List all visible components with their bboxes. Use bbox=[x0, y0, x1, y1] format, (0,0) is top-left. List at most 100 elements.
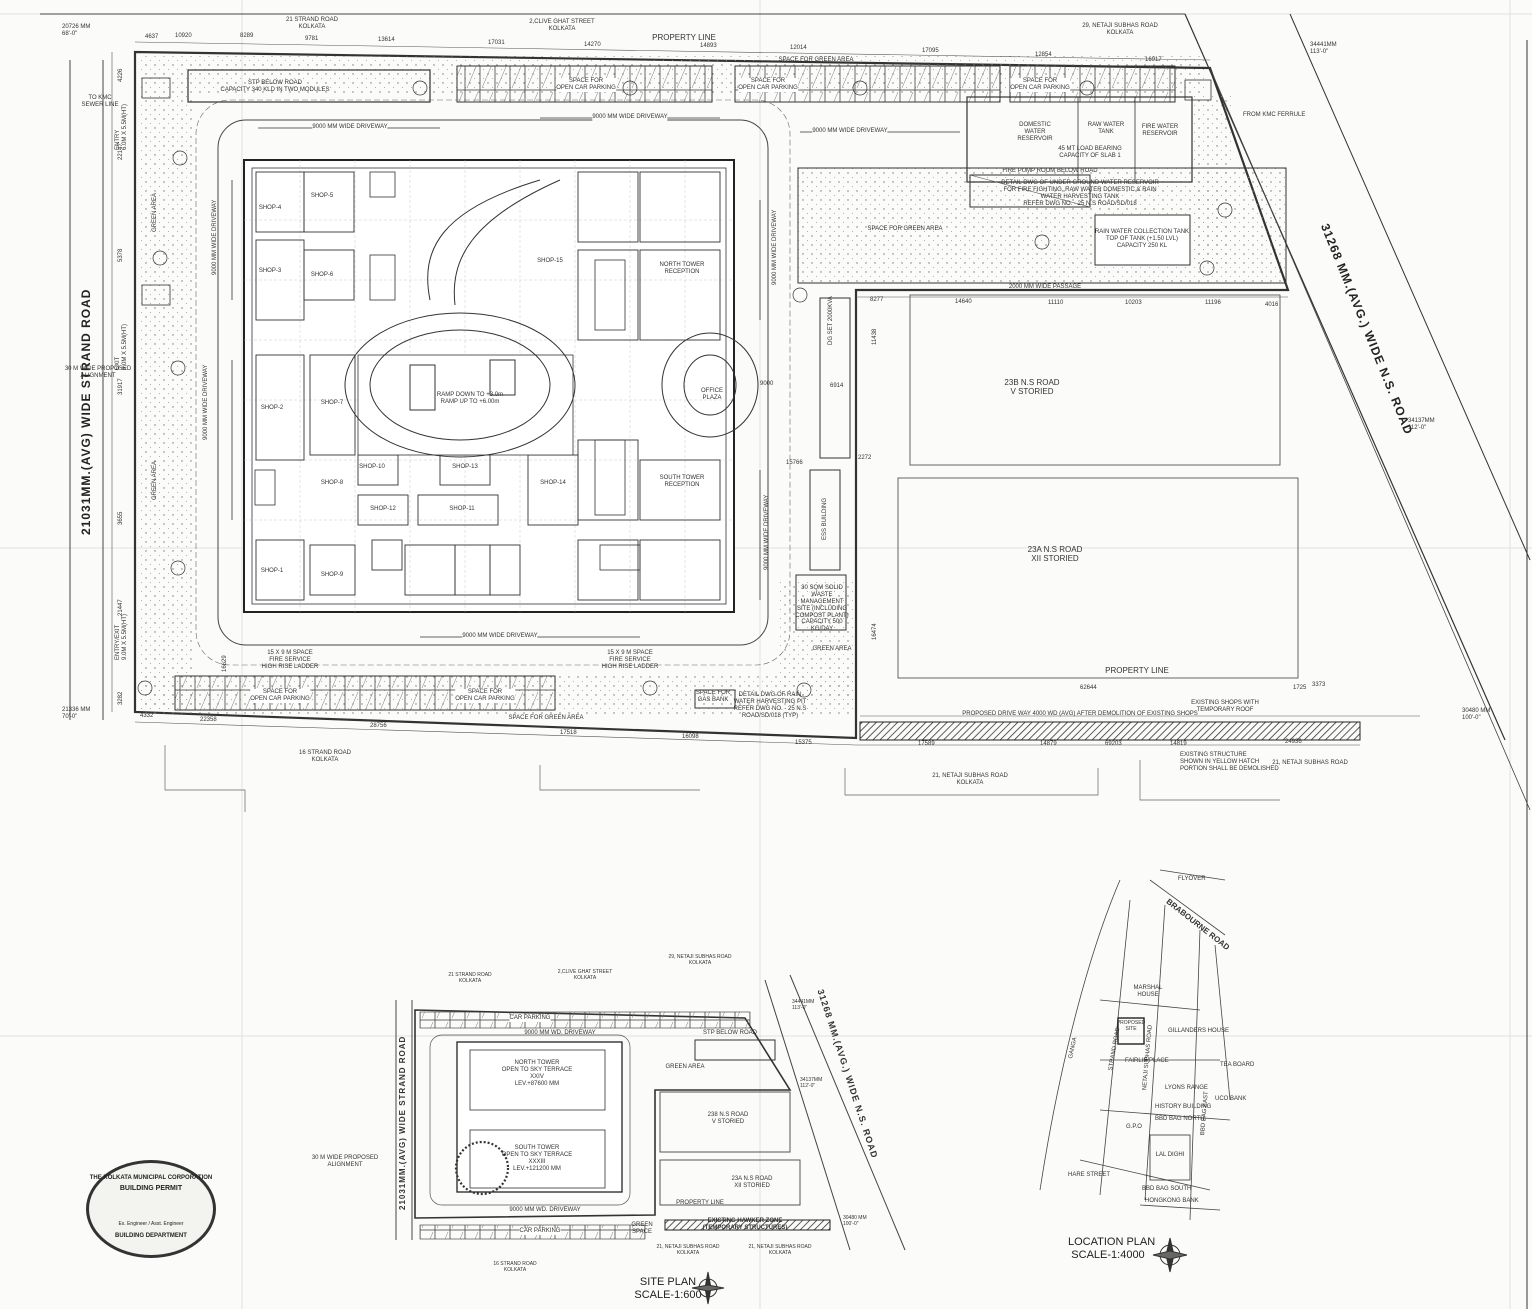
open-parking-label-5: SPACE FOR OPEN CAR PARKING bbox=[455, 689, 515, 703]
stp-box bbox=[187, 69, 431, 103]
site-top-strand: 21 STRAND ROAD KOLKATA bbox=[448, 972, 492, 984]
loc-lyons: LYONS RANGE bbox=[1165, 1085, 1208, 1091]
driveway-loop bbox=[217, 119, 769, 646]
location-plan-title: LOCATION PLAN SCALE-1:4000 bbox=[1068, 1236, 1156, 1261]
dim-top-3: 9781 bbox=[305, 36, 319, 42]
green-area-label-left2: GREEN AREA bbox=[152, 460, 158, 500]
dim-left-1: 22147 bbox=[118, 143, 124, 160]
dim-bottom-3: 17518 bbox=[560, 730, 577, 736]
location-plan-drawing bbox=[1039, 869, 1231, 1221]
site-proposed-alignment: 30 M WIDE PROPOSED ALIGNMENT bbox=[311, 1155, 379, 1168]
loc-bbd: BBD BAG NORTH bbox=[1155, 1116, 1205, 1122]
dim-misc-3: 15766 bbox=[786, 460, 803, 466]
dim-misc-4: 16474 bbox=[872, 623, 878, 640]
rain-tank-label: RAIN WATER COLLECTION TANK TOP OF TANK (… bbox=[1094, 229, 1190, 249]
stamp-permit: BUILDING PERMIT bbox=[119, 1185, 183, 1192]
dim-corner-tl: 20726 MM 68'-0" bbox=[62, 24, 91, 37]
driveway-label-right: 9000 MM WIDE DRIVEWAY bbox=[812, 128, 888, 135]
site-238: 238 N.S ROAD V STORIED bbox=[707, 1112, 749, 1125]
dim-top-6: 14270 bbox=[584, 42, 601, 48]
dim-misc-6: 6914 bbox=[830, 383, 844, 389]
dim-right-5: 62644 bbox=[1080, 685, 1097, 691]
rain-tank bbox=[1094, 214, 1191, 266]
road-label-bottom-netaji: 21, NETAJI SUBHAS ROAD KOLKATA bbox=[932, 773, 1008, 786]
dim-top-7: 14893 bbox=[700, 43, 717, 49]
site-driveway-top: 9000 MM WD. DRIVEWAY bbox=[524, 1030, 596, 1036]
exit-label: EXIT 9.0M X 5.5M(HT) bbox=[115, 323, 128, 370]
road-label-bottom-netaji-right: 21, NETAJI SUBHAS ROAD bbox=[1272, 760, 1348, 766]
dim-right-7: 3373 bbox=[1312, 682, 1326, 688]
fire-service-label-1: 15 X 9 M SPACE FIRE SERVICE HIGH RISE LA… bbox=[261, 650, 319, 670]
dim-bottom-7: 14879 bbox=[1040, 741, 1057, 747]
dim-right-3: 11196 bbox=[1205, 300, 1221, 306]
shop-label: SHOP-10 bbox=[359, 464, 385, 470]
dim-right-4: 4016 bbox=[1265, 302, 1279, 308]
open-parking-label-1: SPACE FOR OPEN CAR PARKING bbox=[556, 78, 616, 92]
shop-label: SHOP-15 bbox=[537, 258, 563, 264]
dim-top-1: 10920 bbox=[175, 33, 192, 39]
loc-marshal: MARSHAL HOUSE bbox=[1133, 985, 1163, 998]
road-label-top-clive: 2,CLIVE GHAT STREET KOLKATA bbox=[529, 19, 595, 32]
green-space-label-top: SPACE FOR GREEN AREA bbox=[778, 57, 854, 63]
entry-exit-label: ENTRY/EXIT 9.0M X 5.5M(HT) bbox=[115, 613, 128, 660]
load-bearing-label: 45 MT LOAD BEARING CAPACITY OF SLAB 1 bbox=[1058, 146, 1122, 159]
dim-top-5: 17031 bbox=[488, 40, 505, 46]
gas-bank-label: SPACE FOR GAS BANK bbox=[695, 690, 731, 703]
loc-history: HISTORY BUILDING bbox=[1155, 1104, 1212, 1110]
shop-label: SHOP-9 bbox=[320, 572, 344, 578]
site-top-clive: 2,CLIVE GHAT STREET KOLKATA bbox=[557, 969, 613, 981]
driveway-label-left2: 9000 MM WIDE DRIVEWAY bbox=[203, 364, 209, 440]
dim-bottom-1: 22358 bbox=[200, 717, 217, 723]
dim-bottom-6: 17589 bbox=[918, 741, 935, 747]
dim-bottom-2: 28756 bbox=[370, 723, 387, 729]
existing-structure-hatch bbox=[859, 721, 1361, 741]
dim-left-0: 4226 bbox=[118, 68, 124, 82]
loc-bbd-south: BBD BAG SOUTH bbox=[1142, 1186, 1192, 1192]
shop-label: SHOP-2 bbox=[260, 405, 284, 411]
north-arrow-location bbox=[1152, 1237, 1188, 1273]
site-strand-label: 21031MM.(AVG) WIDE STRAND ROAD bbox=[398, 1035, 407, 1210]
loc-teaboard: TEA BOARD bbox=[1220, 1062, 1255, 1068]
kmc-sewer-label: TO KMC SEWER LINE bbox=[81, 95, 119, 108]
stamp-role: Ex. Engineer / Asst. Engineer bbox=[118, 1221, 184, 1227]
dim-bottom-0: 4332 bbox=[140, 713, 154, 719]
kmc-stamp: THE KOLKATA MUNICIPAL CORPORATION BUILDI… bbox=[86, 1160, 216, 1258]
site-south-tower: SOUTH TOWER OPEN TO SKY TERRACE XXXIII L… bbox=[501, 1145, 573, 1172]
site-dim-br: 30480 MM 100'-0" bbox=[843, 1215, 867, 1227]
dim-top-2: 8289 bbox=[240, 33, 254, 39]
domestic-reservoir-label: DOMESTIC WATER RESERVOIR bbox=[1017, 122, 1053, 142]
raw-water-label: RAW WATER TANK bbox=[1087, 122, 1125, 135]
shop-label: SHOP-1 bbox=[260, 568, 284, 574]
shop-label: SHOP-6 bbox=[310, 272, 334, 278]
road-label-bottom-strand: 16 STRAND ROAD KOLKATA bbox=[298, 750, 352, 763]
site-green-space: GREEN SPACE bbox=[631, 1222, 653, 1235]
loc-hare: HARE STREET bbox=[1068, 1172, 1111, 1178]
dim-top-9: 17095 bbox=[922, 48, 939, 54]
driveway-label-bottom: 9000 MM WIDE DRIVEWAY bbox=[462, 633, 538, 640]
rain-harvest-label: DETAIL DWG OF RAIN WATER HARVESTING PIT … bbox=[733, 692, 807, 719]
stamp-org: THE KOLKATA MUNICIPAL CORPORATION bbox=[89, 1175, 213, 1181]
shop-label: SHOP-5 bbox=[310, 193, 334, 199]
site-hawker: EXISTING HAWKER ZONE (TEMPORARY STRUCTUR… bbox=[702, 1218, 788, 1231]
proposed-alignment-label: 30 M WIDE PROPOSED ALIGNMENT bbox=[64, 366, 132, 379]
dim-left-2: 5378 bbox=[118, 248, 124, 262]
dim-top-10: 12854 bbox=[1035, 52, 1052, 58]
building-23a-label: 23A N.S ROAD XII STORIED bbox=[1027, 545, 1083, 564]
ramp-label: RAMP DOWN TO +3.0m RAMP UP TO +6.00m bbox=[436, 392, 504, 405]
dim-bottom-10: 24936 bbox=[1285, 739, 1302, 745]
driveway-label-top: 9000 MM WIDE DRIVEWAY bbox=[312, 124, 388, 131]
dim-left-6: 3655 bbox=[118, 511, 124, 525]
driveway-label-left: 9000 MM WIDE DRIVEWAY bbox=[212, 199, 218, 275]
dim-right-6: 1725 bbox=[1293, 685, 1307, 691]
kmc-ferrule-label: FROM KMC FERRULE bbox=[1243, 112, 1306, 118]
site-dim-tr: 34441MM 113'-0" bbox=[792, 999, 815, 1011]
shop-label: SHOP-13 bbox=[452, 464, 478, 470]
shop-label: SHOP-3 bbox=[258, 268, 282, 274]
shop-label: SHOP-12 bbox=[370, 506, 396, 512]
shop-label: SHOP-14 bbox=[540, 480, 566, 486]
site-property-line: PROPERTY LINE bbox=[676, 1200, 724, 1206]
road-label-top-netaji: 29, NETAJI SUBHAS ROAD KOLKATA bbox=[1082, 23, 1158, 36]
property-line-label: PROPERTY LINE bbox=[652, 33, 716, 42]
property-line-label-2: PROPERTY LINE bbox=[1105, 666, 1169, 675]
dim-left-5: 3282 bbox=[118, 691, 124, 705]
